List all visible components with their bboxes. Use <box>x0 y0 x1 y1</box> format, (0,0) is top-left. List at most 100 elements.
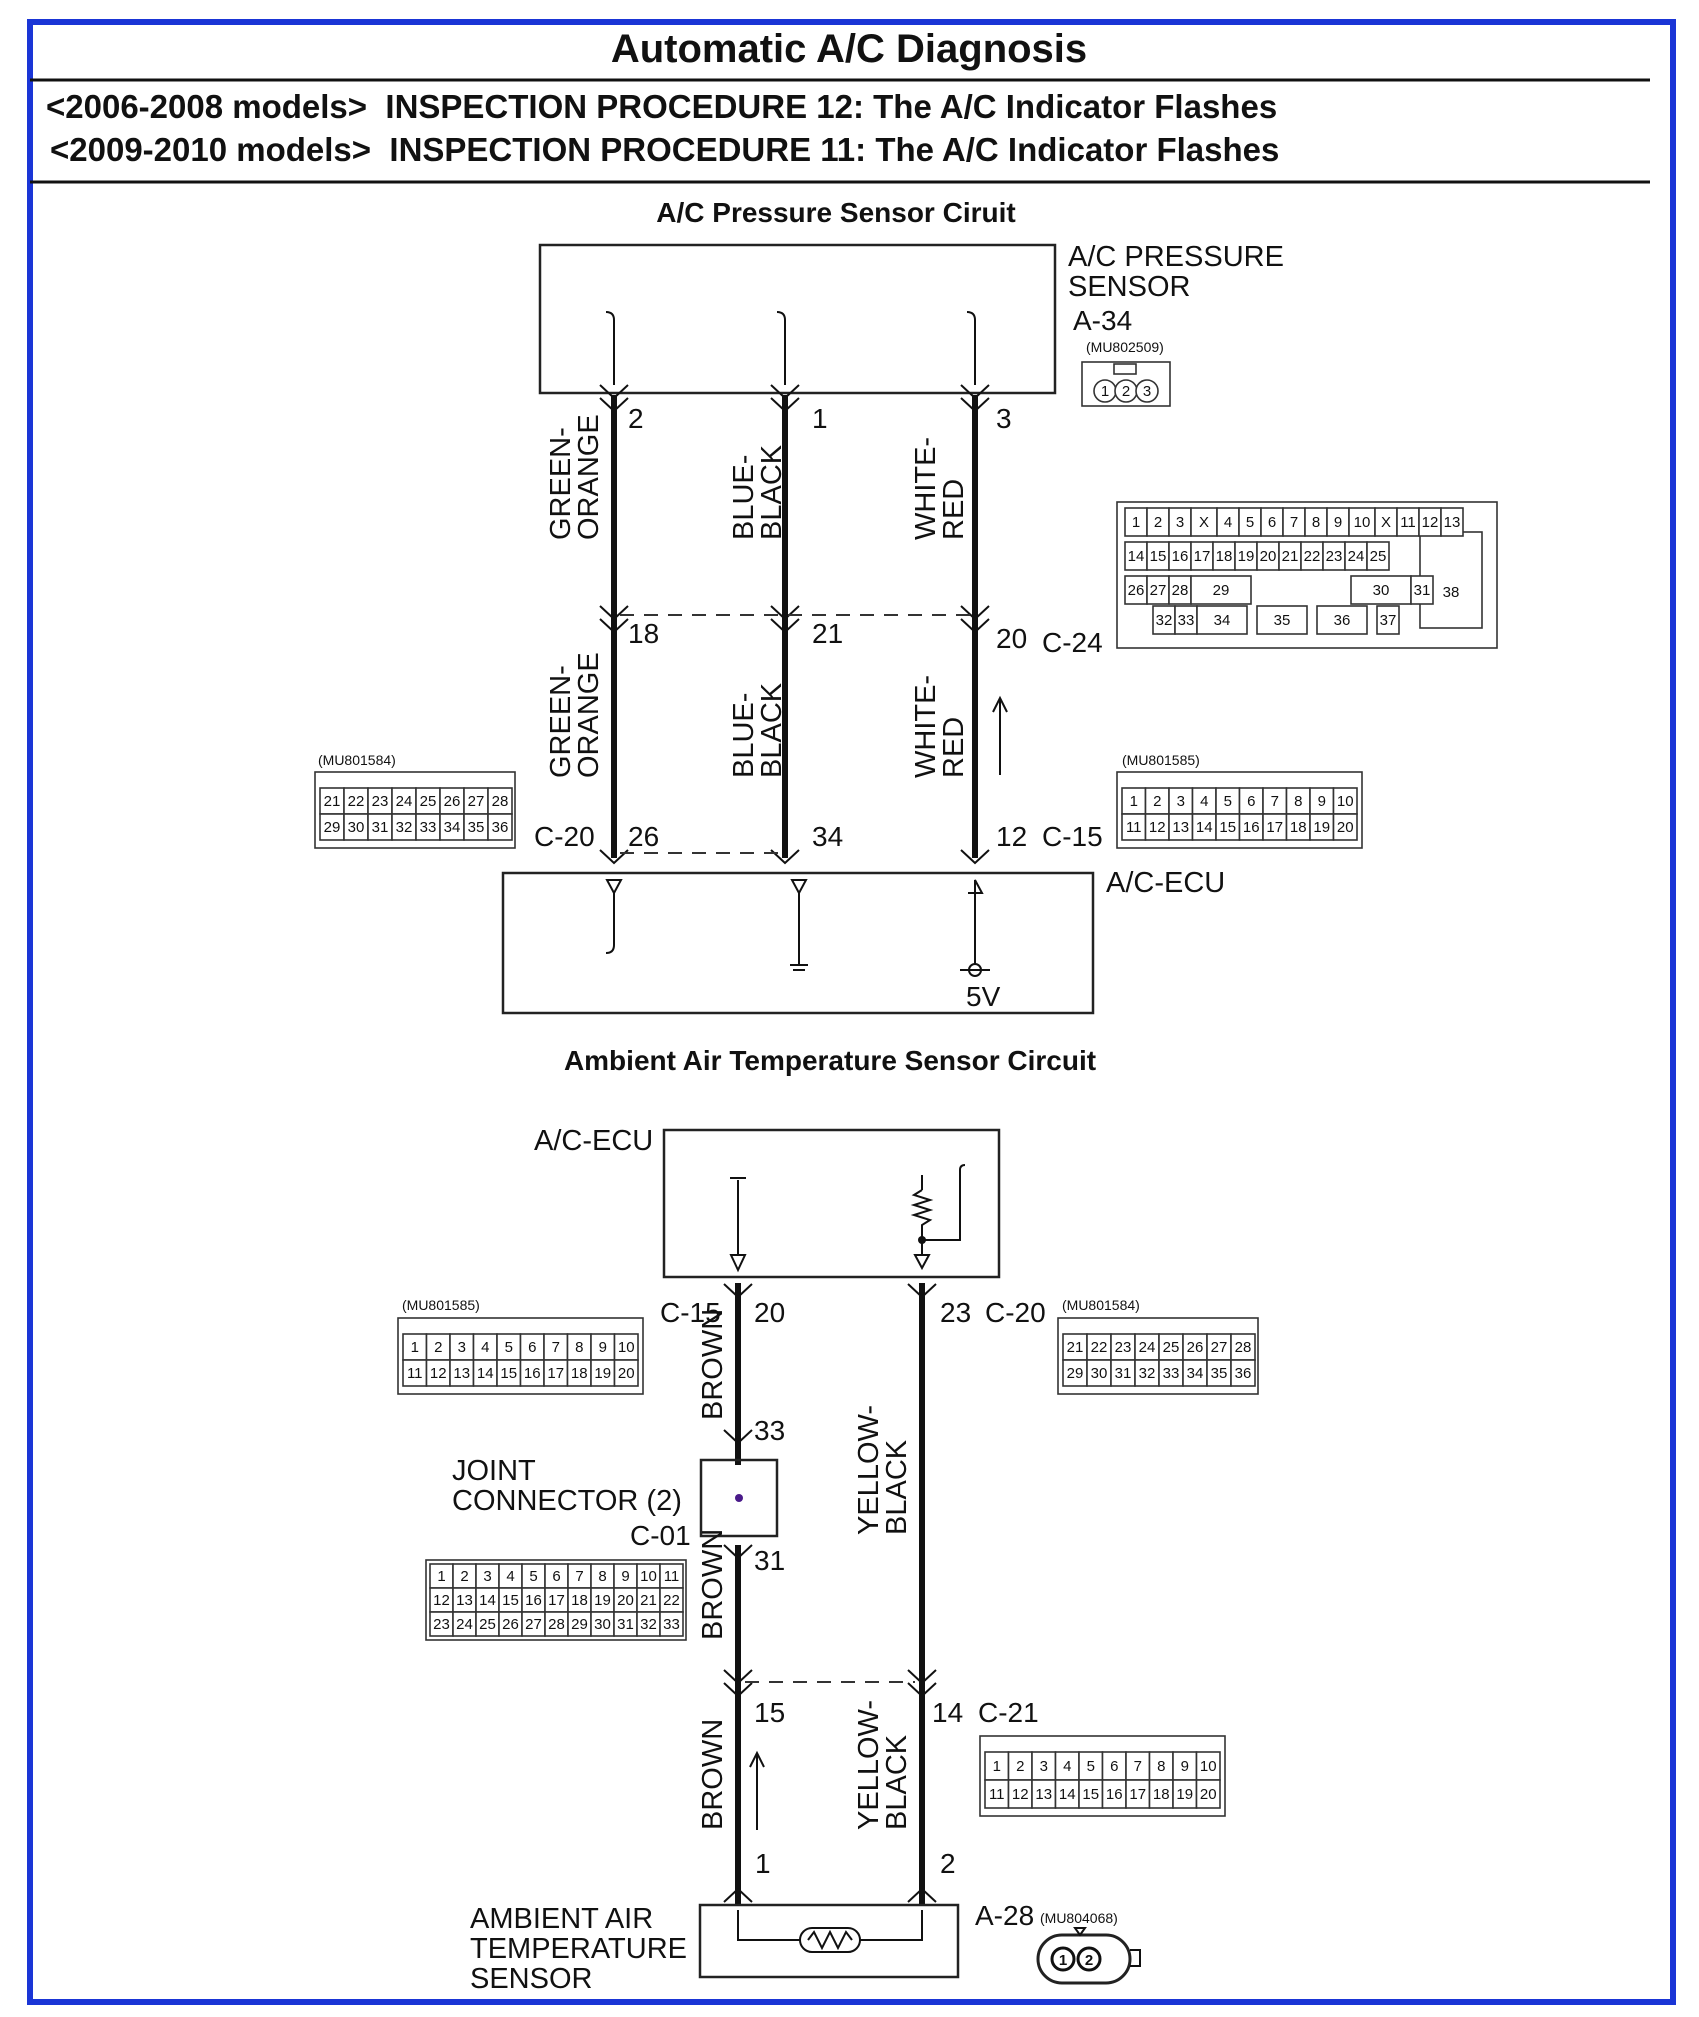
c15-pin-label: 16 <box>1243 819 1260 836</box>
c20-part-number: (MU801584) <box>318 752 396 768</box>
c21-pin-label: 13 <box>1035 1786 1052 1803</box>
c24-pin-label: 3 <box>1176 514 1184 531</box>
c24-pin-label: 17 <box>1194 548 1211 565</box>
ambient-sensor-name: AMBIENT AIR <box>470 1903 653 1935</box>
c15-ambient-pin-label: 19 <box>594 1365 611 1382</box>
c24-pin-label: 4 <box>1224 514 1232 531</box>
c20-pin-label: 33 <box>420 819 437 836</box>
c24-pin-label: 31 <box>1414 582 1431 599</box>
sensor-pin-1: 1 <box>1101 383 1109 400</box>
c15-ambient-pin-label: 15 <box>500 1365 517 1382</box>
c21-pin-label: 10 <box>1200 1758 1217 1775</box>
c20-pin-label: 24 <box>396 793 413 810</box>
c15-cell <box>1332 813 1358 841</box>
c24-pin-label: 32 <box>1156 612 1173 629</box>
c15-pin-label: 19 <box>1313 819 1330 836</box>
c01-pin-label: 19 <box>594 1592 611 1609</box>
c21-pin-label: 17 <box>1129 1786 1146 1803</box>
c21-pin-label: 5 <box>1087 1758 1095 1775</box>
pin-label: 33 <box>754 1415 785 1446</box>
thermistor-icon <box>737 1910 923 1953</box>
c15-ambient-pin-label: 7 <box>552 1339 560 1356</box>
page-frame <box>27 19 1676 2005</box>
c24-pin-label: 5 <box>1246 514 1254 531</box>
c15-ambient-pin-label: 20 <box>618 1365 635 1382</box>
c20-cell <box>439 813 465 841</box>
c21-pin-label: 8 <box>1157 1758 1165 1775</box>
c21-pin-label: 1 <box>993 1758 1001 1775</box>
c24-pin-label: 23 <box>1326 548 1343 565</box>
c24-pin-label: 26 <box>1128 582 1145 599</box>
c24-pin-label: 7 <box>1290 514 1298 531</box>
c24-pin-label: 14 <box>1128 548 1145 565</box>
c20-ambient-cell <box>1182 1359 1208 1387</box>
sensor-pin-3: 3 <box>1143 383 1151 400</box>
subtitle-line-1: <2006-2008 models> INSPECTION PROCEDURE … <box>46 88 1277 125</box>
c15-ambient-cell <box>613 1359 639 1387</box>
pressure-sensor-part-number: (MU802509) <box>1086 339 1164 355</box>
wire-color-blue-black-upper-2: BLACK <box>756 444 788 540</box>
c01-pin-label: 29 <box>571 1616 588 1633</box>
c20-ambient-pin-label: 33 <box>1163 1365 1180 1382</box>
c21-pin-label: 18 <box>1153 1786 1170 1803</box>
pressure-ecu-label: A/C-ECU <box>1106 867 1225 899</box>
c15-pin-label: 14 <box>1196 819 1213 836</box>
c20-cell <box>415 813 441 841</box>
pin-label: 1 <box>812 403 828 434</box>
c20-ambient-cell <box>1158 1359 1184 1387</box>
c01-pin-label: 6 <box>552 1568 560 1585</box>
connector-id-c20: C-20 <box>534 821 595 852</box>
c01-pin-label: 20 <box>617 1592 634 1609</box>
wire-color-white-red-lower: WHITE- <box>910 675 942 778</box>
c24-pin-label: 13 <box>1444 514 1461 531</box>
c15-pin-label: 5 <box>1224 793 1232 810</box>
connector-id-c20-ambient: C-20 <box>985 1297 1046 1328</box>
c01-pin-label: 26 <box>502 1616 519 1633</box>
pressure-sensor-box <box>538 243 1057 395</box>
c24-cell <box>1316 605 1368 635</box>
pressure-circuit-heading: A/C Pressure Sensor Ciruit <box>656 197 1015 228</box>
c01-pin-label: 23 <box>433 1616 450 1633</box>
pressure-sensor-connector-id: A-34 <box>1073 305 1132 336</box>
pin-label: 31 <box>754 1545 785 1576</box>
c20-pin-label: 29 <box>324 819 341 836</box>
pressure-sensor-name-2: SENSOR <box>1068 271 1190 303</box>
pin-label: 14 <box>932 1697 963 1728</box>
ambient-sensor-name-3: SENSOR <box>470 1963 592 1995</box>
ecu-internal-symbols <box>605 879 990 977</box>
pin-label: 18 <box>628 618 659 649</box>
c20-ambient-cell <box>1230 1333 1256 1361</box>
page-title: Automatic A/C Diagnosis <box>611 27 1087 71</box>
c24-pin-label: 12 <box>1422 514 1439 531</box>
c15-ambient-pin-label: 6 <box>528 1339 536 1356</box>
c15-pin-label: 1 <box>1130 793 1138 810</box>
pin-label: 23 <box>940 1297 971 1328</box>
c01-pin-label: 9 <box>621 1568 629 1585</box>
c21-pin-label: 16 <box>1106 1786 1123 1803</box>
c20-ambient-pin-label: 31 <box>1115 1365 1132 1382</box>
sensor-pin-2: 2 <box>1122 383 1130 400</box>
connector-id-c24: C-24 <box>1042 627 1103 658</box>
wire-color-white-red-upper: WHITE- <box>910 437 942 540</box>
pin-label: 2 <box>940 1848 956 1879</box>
c15-pin-label: 17 <box>1266 819 1283 836</box>
c21-pin-label: 6 <box>1110 1758 1118 1775</box>
wire-color-yellow-black-1b: BLACK <box>881 1439 913 1535</box>
c15-ambient-pin-label: 1 <box>411 1339 419 1356</box>
ambient-ecu-box <box>662 1128 1001 1279</box>
c15-pin-label: 15 <box>1219 819 1236 836</box>
wire-color-white-red-lower-2: RED <box>938 717 970 778</box>
c24-cell <box>1348 507 1376 537</box>
c20-pin-label: 36 <box>492 819 509 836</box>
c15-pin-label: 2 <box>1153 793 1161 810</box>
c21-pin-label: 11 <box>989 1786 1005 1803</box>
ambient-ecu-label: A/C-ECU <box>534 1125 653 1157</box>
c20-ambient-pin-label: 32 <box>1139 1365 1156 1382</box>
c24-pin-label: 30 <box>1373 582 1390 599</box>
